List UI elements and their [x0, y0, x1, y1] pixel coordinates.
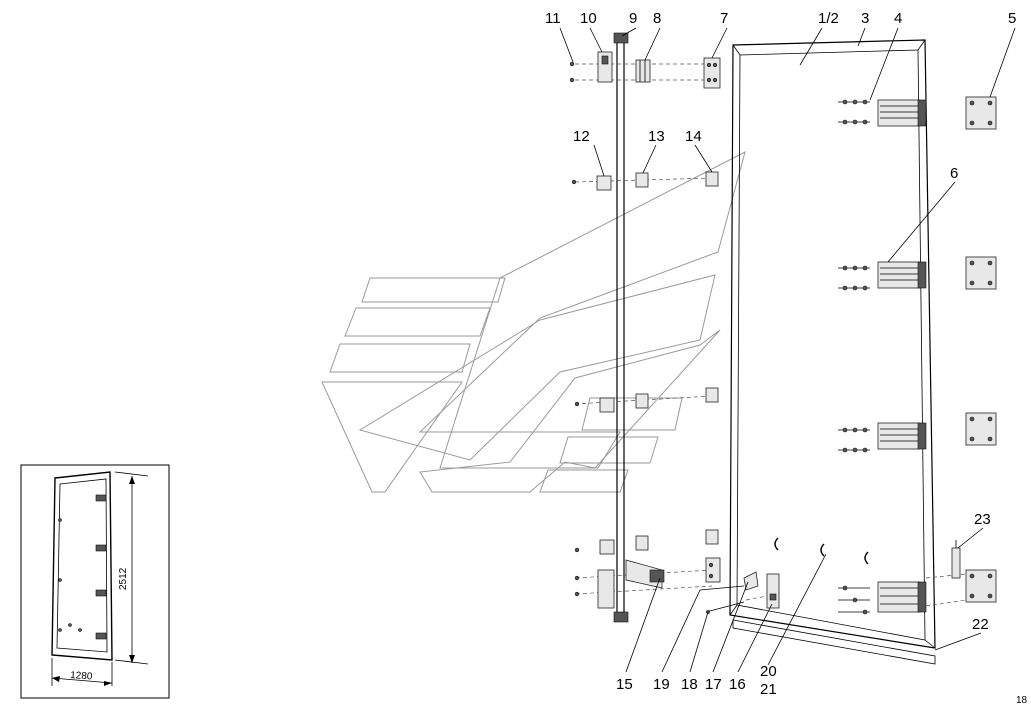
door-frame	[729, 39, 936, 665]
hinge-plates	[925, 96, 997, 607]
callout-labels: 11 10 9 8 7 1/2 3 4 5 6 12 13 14 23 22 1…	[545, 10, 1028, 704]
lower-rod-guide	[574, 387, 719, 413]
callout-17: 17	[705, 676, 722, 693]
latch-parts	[699, 571, 780, 614]
callout-15: 15	[616, 676, 633, 693]
callout-20: 20	[760, 663, 777, 680]
callout-6: 6	[950, 165, 958, 182]
callout-8: 8	[653, 10, 661, 27]
callout-18: 18	[681, 676, 698, 693]
dimension-height: 2512	[118, 567, 129, 590]
clips	[774, 537, 869, 565]
callout-1-2: 1/2	[818, 10, 839, 27]
watermark-logo	[321, 151, 746, 493]
hinge-top	[877, 99, 927, 127]
leader-lines	[559, 27, 1016, 673]
callout-12: 12	[573, 128, 590, 145]
part-23-handle	[951, 540, 961, 579]
hinge-bottom	[877, 581, 927, 613]
callout-23: 23	[974, 511, 991, 528]
top-rod-guide	[569, 51, 721, 89]
bottom-lock-assembly	[574, 529, 721, 609]
callout-10: 10	[580, 10, 597, 27]
dimension-width: 1280	[70, 670, 93, 683]
callout-14: 14	[685, 128, 702, 145]
callout-7: 7	[720, 10, 728, 27]
callout-21: 21	[760, 681, 777, 698]
callout-3: 3	[861, 10, 869, 27]
hinge-lower-mid	[877, 422, 927, 450]
mid-rod-guide	[571, 171, 719, 191]
callout-5: 5	[1008, 10, 1016, 27]
callout-4: 4	[894, 10, 902, 27]
locking-rod	[613, 32, 629, 623]
hinge-upper-mid	[877, 261, 927, 289]
inset-overview: 2512 1280	[20, 464, 170, 699]
callout-22: 22	[972, 616, 989, 633]
hinge-bolts	[838, 99, 870, 615]
callout-9: 9	[629, 10, 637, 27]
callout-13: 13	[648, 128, 665, 145]
corner-mark: 18	[1016, 695, 1028, 704]
callout-16: 16	[729, 676, 746, 693]
callout-11: 11	[545, 10, 561, 27]
callout-19: 19	[653, 676, 670, 693]
